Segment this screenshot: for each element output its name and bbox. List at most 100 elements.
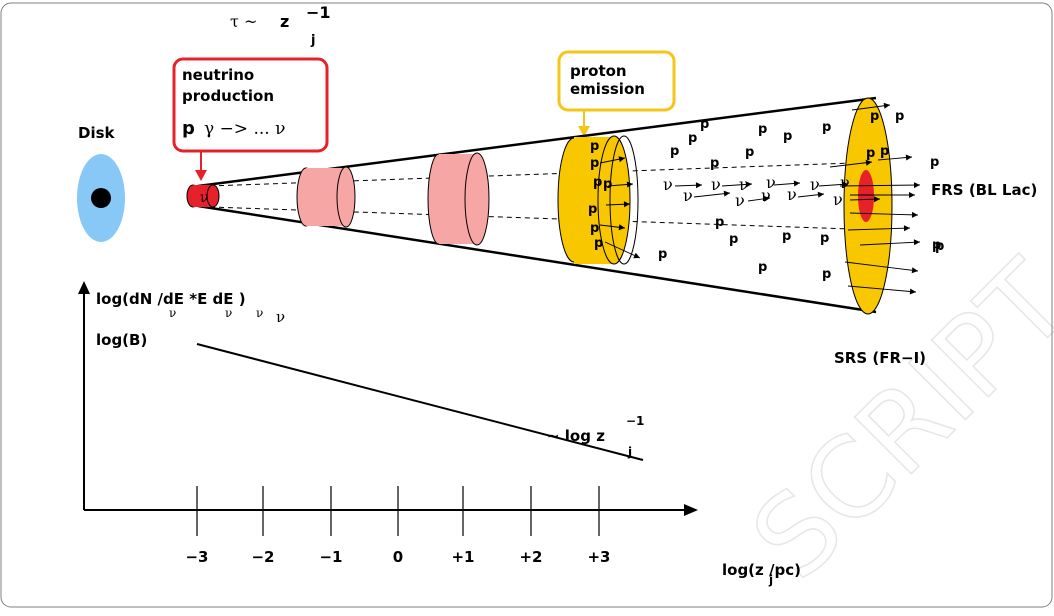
pink-cyl-2-front [464,152,490,246]
proton-box-line1: proton [570,62,627,80]
proton-emission-box: proton emission [557,50,676,137]
proton-symbol: p [930,155,939,170]
neutrino-symbol: ν [787,185,797,204]
neutrino-symbol: ν [683,186,693,205]
proton-symbol: p [670,144,679,159]
emission-arrowhead [618,224,625,231]
emission-arrow [693,192,731,198]
emission-arrow [859,241,921,246]
proton-symbol: p [658,247,667,262]
termination-core [858,170,874,222]
emission-arrowhead [903,225,910,232]
emission-arrowhead [913,182,920,189]
emission-arrowhead [633,252,640,259]
emission-arrowhead [763,195,770,202]
proton-symbol: p [594,236,603,251]
proton-symbol: p [729,232,738,247]
srs-label: SRS (FR−I) [834,349,926,367]
tau-symbol: τ ~ [230,12,257,31]
x-tick-label: +2 [519,548,542,566]
emission-arrowhead [745,181,752,188]
proton-symbol: p [758,122,767,137]
proton-symbol: p [588,202,597,217]
x-tick-label: +3 [587,548,610,566]
trend-line [196,343,644,461]
gold-cyl-front [597,135,631,265]
y-label-flux: log(dN /dE *E dE ) [96,290,246,308]
neutrino-symbol: ν [735,191,745,210]
x-tick-label: −1 [319,548,342,566]
neutrino-symbol: ν [663,175,673,194]
cone-lower-edge [197,204,877,314]
x-axis-arrow [684,504,698,516]
emission-arrowhead [913,239,920,246]
core-cylinder-front [206,184,220,208]
neutrino-production-box: neutrino production p γ −> ... ν [172,57,329,181]
emission-arrow [839,184,921,187]
core-nu-label: ν [200,190,209,206]
emission-arrowhead [695,182,702,189]
emission-arrowhead [723,190,730,197]
x-tick-label: −3 [185,548,208,566]
emission-arrow [847,227,911,231]
proton-symbol: p [603,177,612,192]
pink-cyl-1-front [336,166,356,228]
y-axis-labels: log(dN /dE *E dE ) ν ν ν ν log(B) [96,290,285,349]
emission-arrowhead [905,154,912,161]
gold-cyl-rim [609,135,639,265]
neutrino-symbol: ν [810,175,820,194]
emission-arrowhead [909,192,915,198]
proton-symbol: p [880,144,889,159]
emission-arrowhead [618,156,625,163]
neutrino-symbol: ν [711,175,721,194]
proton-symbol: p [590,156,599,171]
proton-symbol: p [782,229,791,244]
proton-symbol: p [590,139,599,154]
proton-symbol: p [593,175,602,190]
neutrino-pointer-head [195,170,207,181]
timescale-formula: τ ~ z −1 j [230,3,331,48]
proton-symbol: p [870,109,879,124]
proton-symbol: p [820,231,829,246]
proton-symbol: p [590,221,599,236]
proton-symbol: p [715,215,724,230]
neutrino-symbol: ν [761,186,771,205]
proton-box-line2: emission [570,80,645,98]
black-hole [91,188,111,208]
x-tick-label: +1 [451,548,474,566]
emission-arrowhead [883,102,890,109]
emission-arrowhead [626,181,633,188]
formula-sub: j [310,33,315,48]
x-label-text: log(z /pc) [722,561,801,579]
emission-arrow [849,212,919,216]
watermark: SCRIPT [728,237,1054,603]
proton-symbol: p [866,146,875,161]
emission-arrowhead [911,211,918,218]
neutrino-box-line2: production [182,87,274,105]
reaction-p: p [182,118,195,139]
emission-arrowhead [865,159,872,166]
proton-symbol: p [710,156,719,171]
emission-arrowhead [911,267,918,274]
termination-disk [843,97,893,315]
neutrino-symbol: ν [766,173,776,192]
neutrino-box-frame [172,57,329,153]
emission-arrow [604,241,641,259]
emission-arrow [844,261,919,272]
gold-cylinder [557,135,639,265]
proton-pointer-head [578,126,590,137]
emission-arrow [851,104,891,111]
emission-arrowhead [909,288,916,295]
x-axis-label: log(z /pc) j [722,561,801,587]
trend-label-sup: −1 [626,414,644,428]
emission-arrowhead [793,180,800,187]
y-axis-arrow [78,281,90,294]
proton-symbol: p [935,239,944,254]
y-label-sub-3: ν [256,306,263,320]
emission-arrow [847,285,917,293]
trend-label-sub: j [627,445,632,459]
